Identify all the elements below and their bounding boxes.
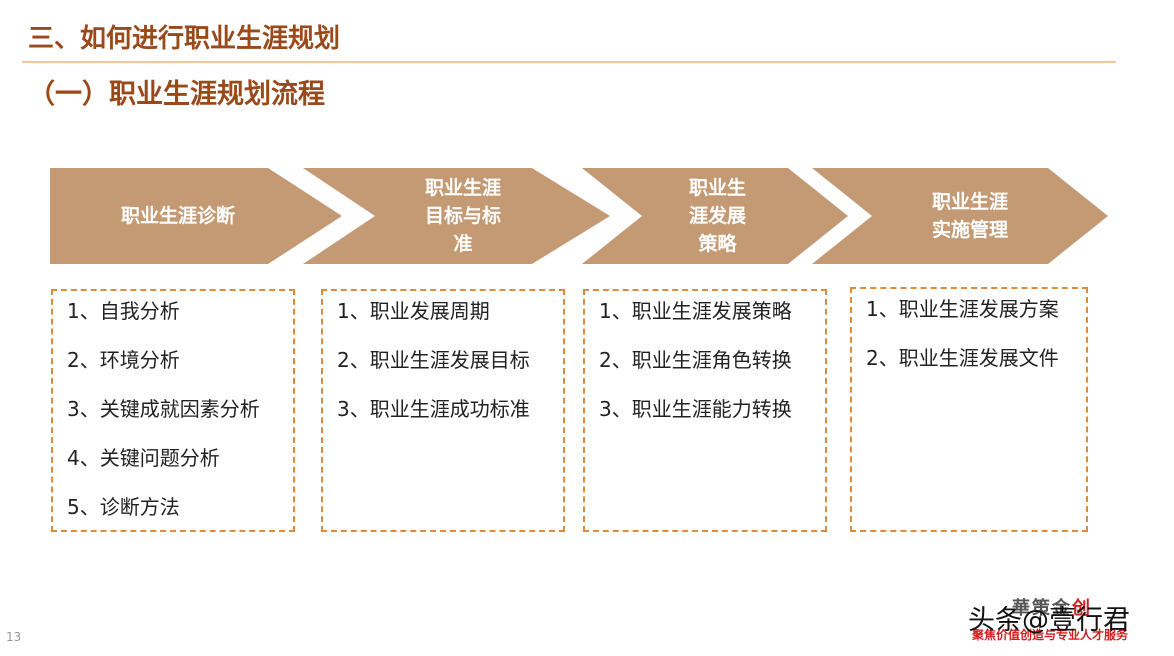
list-item: 1、职业生涯发展方案 [866, 297, 1059, 321]
list-item: 5、诊断方法 [67, 495, 180, 519]
stage-label-line: 目标与标 [424, 205, 501, 227]
chevron-stage-3 [582, 168, 848, 264]
list-item: 4、关键问题分析 [67, 446, 220, 470]
section-subtitle: （一）职业生涯规划流程 [28, 79, 325, 110]
logo-accent: 创 [1072, 598, 1092, 619]
chevron-stage-4 [812, 168, 1108, 264]
stage-label-implementation: 职业生涯 实施管理 [880, 168, 1060, 264]
stage-label-line: 策略 [698, 233, 737, 255]
stage-label-line: 准 [453, 233, 473, 255]
list-item: 1、自我分析 [67, 299, 180, 323]
list-item: 2、环境分析 [67, 348, 180, 372]
stage-label-strategy: 职业生 涯发展 策略 [655, 168, 780, 264]
stage-items-strategy: 1、职业生涯发展策略 2、职业生涯角色转换 3、职业生涯能力转换 [583, 289, 827, 532]
stage-label-line: 职业生涯 [424, 177, 501, 199]
stage-label-line: 职业生涯 [931, 191, 1008, 213]
stage-label-line: 涯发展 [688, 205, 746, 227]
list-item: 3、职业生涯能力转换 [599, 397, 792, 421]
stage-label-line: 职业生涯诊断 [120, 205, 235, 227]
logo-text: 華策金 [1012, 598, 1072, 619]
chevron-stage-2 [303, 168, 610, 264]
list-item: 3、关键成就因素分析 [67, 397, 260, 421]
list-item: 2、职业生涯角色转换 [599, 348, 792, 372]
company-logo: 華策金创 [1012, 594, 1092, 620]
stage-label-goals: 职业生涯 目标与标 准 [388, 168, 538, 264]
title-divider [22, 61, 1116, 63]
page-number: 13 [6, 630, 22, 644]
page-title: 三、如何进行职业生涯规划 [28, 24, 341, 54]
stage-items-implementation: 1、职业生涯发展方案 2、职业生涯发展文件 [850, 287, 1088, 532]
stage-label-diagnosis: 职业生涯诊断 [58, 168, 298, 264]
list-item: 1、职业发展周期 [337, 299, 490, 323]
stage-label-line: 职业生 [688, 177, 746, 199]
watermark: 头条@壹行君 [968, 605, 1130, 636]
list-item: 2、职业生涯发展目标 [337, 348, 530, 372]
chevron-stage-1 [50, 168, 342, 264]
list-item: 1、职业生涯发展策略 [599, 299, 792, 323]
stage-items-diagnosis: 1、自我分析 2、环境分析 3、关键成就因素分析 4、关键问题分析 5、诊断方法 [51, 289, 295, 532]
stage-items-goals: 1、职业发展周期 2、职业生涯发展目标 3、职业生涯成功标准 [321, 289, 565, 532]
list-item: 2、职业生涯发展文件 [866, 346, 1059, 370]
stage-label-line: 实施管理 [931, 219, 1008, 241]
list-item: 3、职业生涯成功标准 [337, 397, 530, 421]
company-tagline: 聚焦价值创造与专业人才服务 [972, 628, 1129, 642]
